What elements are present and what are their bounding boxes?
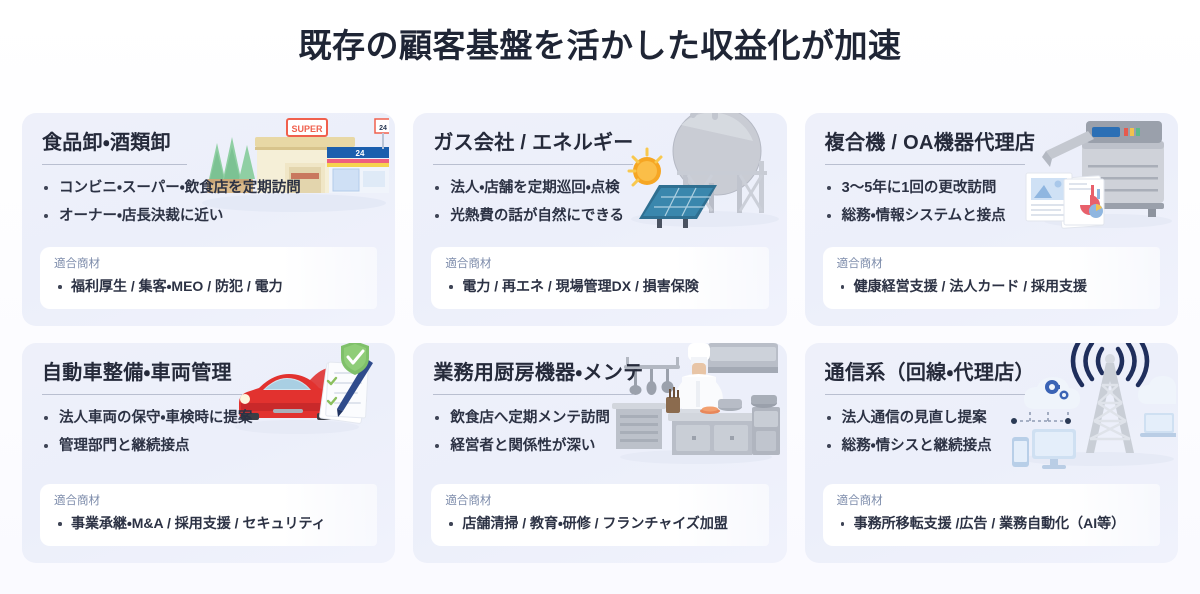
fit-products-box: 適合商材 事務所移転支援 /広告 / 業務自動化（AI等）: [822, 483, 1160, 546]
fit-products-value: 店舗清掃 / 教育・研修 / フランチャイズ加盟: [445, 514, 754, 534]
card-title: 複合機 / OA機器代理店: [824, 132, 1036, 154]
card-bullet-list: 法人車両の保守・車検時に提案 管理部門と継続接点: [42, 408, 375, 457]
list-item: 法人通信の見直し提案: [825, 408, 1158, 429]
title-divider: [42, 394, 242, 395]
list-item: オーナー・店長決裁に近い: [42, 206, 375, 227]
title-container: 既存の顧客基盤を活かした収益化が加速: [0, 0, 1200, 74]
card-bullet-list: 飲食店へ定期メンテ訪問 経営者と関係性が深い: [433, 408, 766, 457]
list-item: 総務・情シスと継続接点: [825, 436, 1158, 457]
fit-products-box: 適合商材 福利厚生 / 集客・MEO / 防犯 / 電力: [40, 246, 378, 309]
card-commercial-kitchen-maintenance[interactable]: 業務用厨房機器・メンテ 飲食店へ定期メンテ訪問 経営者と関係性が深い 適合商材 …: [413, 343, 787, 563]
fit-products-label: 適合商材: [445, 494, 492, 507]
card-header: 複合機 / OA機器代理店: [824, 131, 1158, 165]
title-divider: [824, 394, 1025, 395]
fit-products-label: 適合商材: [445, 257, 492, 270]
fit-products-label: 適合商材: [54, 494, 100, 507]
card-bullet-list: 3〜5年に1回の更改訪問 総務・情報システムと接点: [825, 178, 1158, 227]
fit-products-box: 適合商材 健康経営支援 / 法人カード / 採用支援: [822, 246, 1160, 309]
fit-products-box: 適合商材 事業承継・M&A / 採用支援 / セキュリティ: [40, 483, 378, 546]
list-item: 飲食店へ定期メンテ訪問: [433, 408, 766, 429]
fit-products-label: 適合商材: [836, 257, 883, 270]
page-title: 既存の顧客基盤を活かした収益化が加速: [298, 27, 902, 64]
card-header: 食品卸・酒類卸: [42, 131, 375, 165]
card-telecom-line-agency[interactable]: 通信系（回線・代理店） 法人通信の見直し提案 総務・情シスと継続接点 適合商材 …: [804, 343, 1178, 563]
fit-products-box: 適合商材 電力 / 再エネ / 現場管理DX / 損害保険: [431, 246, 769, 309]
card-header: ガス会社 / エネルギー: [433, 131, 766, 165]
card-title: 業務用厨房機器・メンテ: [433, 362, 644, 384]
card-title: ガス会社 / エネルギー: [433, 132, 634, 154]
list-item: 光熱費の話が自然にできる: [433, 206, 766, 227]
card-bullet-list: コンビニ・スーパー・飲食店を定期訪問 オーナー・店長決裁に近い: [42, 178, 375, 227]
card-header: 通信系（回線・代理店）: [824, 361, 1158, 395]
fit-products-label: 適合商材: [836, 494, 883, 507]
fit-products-value: 福利厚生 / 集客・MEO / 防犯 / 電力: [54, 277, 363, 297]
title-divider: [824, 164, 1025, 165]
card-mfp-oa-dealer[interactable]: 複合機 / OA機器代理店 3〜5年に1回の更改訪問 総務・情報システムと接点 …: [804, 113, 1178, 326]
fit-products-value: 事務所移転支援 /広告 / 業務自動化（AI等）: [837, 514, 1146, 534]
card-header: 業務用厨房機器・メンテ: [433, 361, 766, 395]
list-item: 総務・情報システムと接点: [825, 206, 1158, 227]
card-grid: SUPER 24 24: [22, 113, 1178, 563]
fit-products-box: 適合商材 店舗清掃 / 教育・研修 / フランチャイズ加盟: [431, 483, 769, 546]
card-title: 自動車整備・車両管理: [42, 362, 232, 384]
title-divider: [42, 164, 187, 165]
title-divider: [433, 394, 634, 395]
title-divider: [433, 164, 634, 165]
list-item: 3〜5年に1回の更改訪問: [825, 178, 1158, 199]
fit-products-value: 健康経営支援 / 法人カード / 採用支援: [837, 277, 1146, 297]
list-item: コンビニ・スーパー・飲食店を定期訪問: [42, 178, 375, 199]
card-bullet-list: 法人・店舗を定期巡回・点検 光熱費の話が自然にできる: [433, 178, 766, 227]
card-gas-energy[interactable]: ガス会社 / エネルギー 法人・店舗を定期巡回・点検 光熱費の話が自然にできる …: [413, 113, 787, 326]
card-auto-maintenance-fleet[interactable]: 自動車整備・車両管理 法人車両の保守・車検時に提案 管理部門と継続接点 適合商材…: [22, 343, 396, 563]
fit-products-value: 電力 / 再エネ / 現場管理DX / 損害保険: [445, 277, 754, 297]
list-item: 法人車両の保守・車検時に提案: [42, 408, 375, 429]
card-title: 通信系（回線・代理店）: [824, 362, 1035, 384]
svg-text:24: 24: [379, 125, 387, 132]
list-item: 法人・店舗を定期巡回・点検: [433, 178, 766, 199]
list-item: 管理部門と継続接点: [42, 436, 375, 457]
card-bullet-list: 法人通信の見直し提案 総務・情シスと継続接点: [825, 408, 1158, 457]
list-item: 経営者と関係性が深い: [433, 436, 766, 457]
card-header: 自動車整備・車両管理: [42, 361, 375, 395]
card-title: 食品卸・酒類卸: [42, 132, 171, 154]
fit-products-label: 適合商材: [54, 257, 100, 270]
card-food-liquor-wholesale[interactable]: SUPER 24 24: [22, 113, 396, 326]
fit-products-value: 事業承継・M&A / 採用支援 / セキュリティ: [54, 514, 363, 534]
